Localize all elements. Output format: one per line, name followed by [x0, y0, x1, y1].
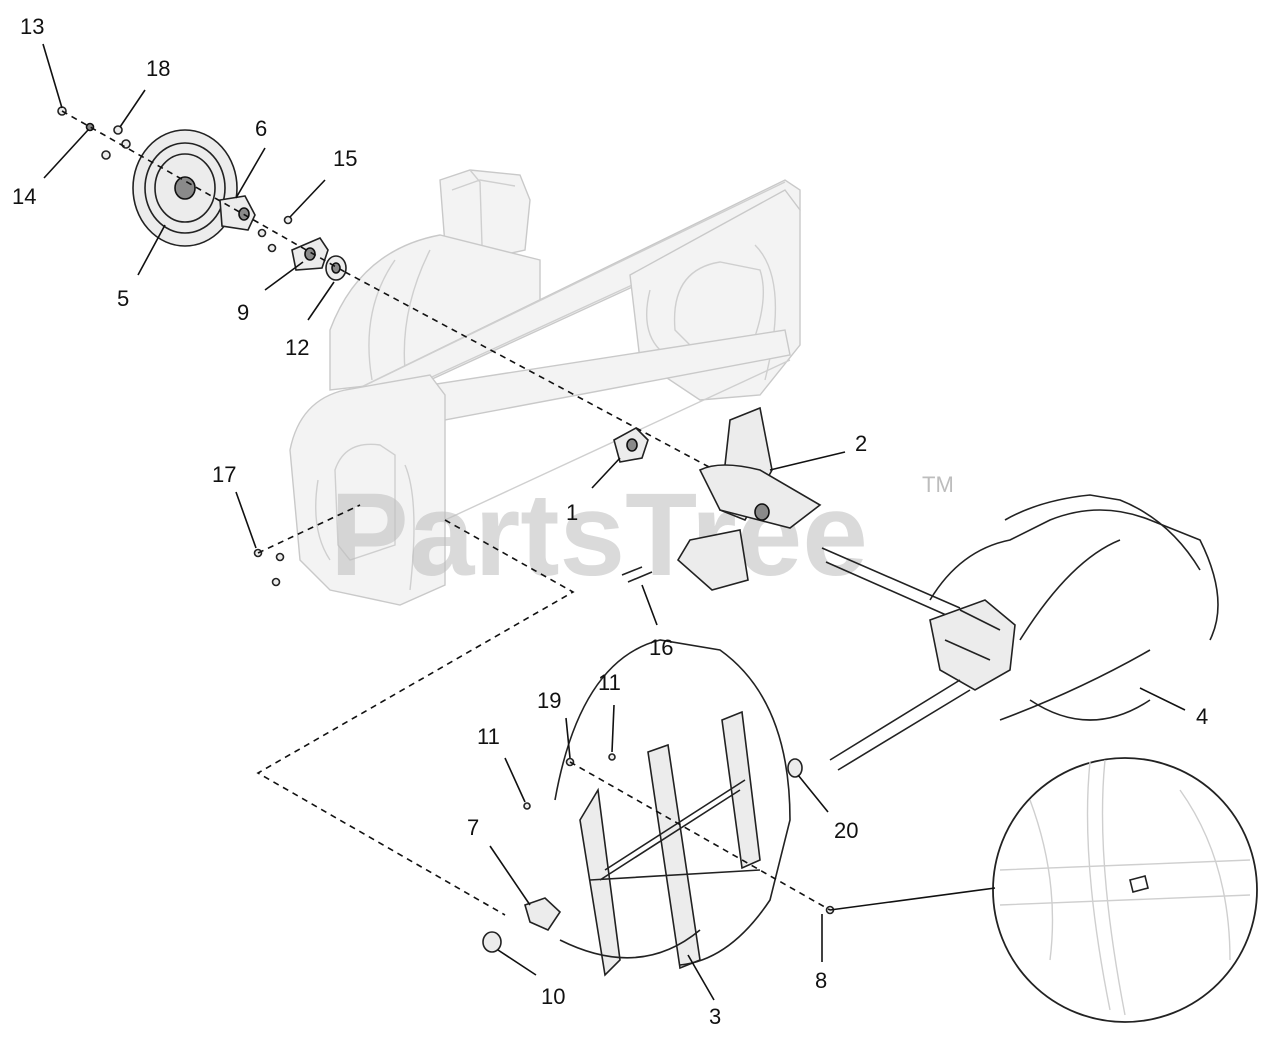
axis-upper — [61, 110, 781, 506]
callout-16: 16 — [649, 635, 673, 660]
callout-10: 10 — [541, 984, 565, 1009]
bearing-7 — [524, 897, 562, 932]
callout-13: 13 — [20, 14, 44, 39]
callout-2: 2 — [855, 431, 867, 456]
shear-pins — [621, 566, 653, 583]
callout-17: 17 — [212, 462, 236, 487]
washer-20 — [787, 758, 803, 778]
callout-7: 7 — [467, 815, 479, 840]
callout-labels: 13 18 14 6 15 5 9 12 2 1 17 16 4 11 19 1… — [12, 14, 1208, 1029]
leader-lines — [42, 43, 1186, 1001]
pulley-hub — [219, 195, 256, 231]
pulley — [132, 129, 238, 247]
callout-18: 18 — [146, 56, 170, 81]
rear-auger-assembly — [787, 494, 1219, 778]
auger-housing — [289, 169, 801, 606]
callout-3: 3 — [709, 1004, 721, 1029]
callout-11-left: 11 — [477, 724, 500, 749]
bushing-10 — [482, 931, 502, 953]
bearing-flange-9-hole — [304, 247, 316, 261]
callout-4: 4 — [1196, 704, 1208, 729]
callout-20: 20 — [834, 818, 858, 843]
callout-6: 6 — [255, 116, 267, 141]
callout-15: 15 — [333, 146, 357, 171]
impeller — [676, 406, 822, 591]
callout-14: 14 — [12, 184, 36, 209]
axis-lower — [256, 504, 831, 916]
detail-circle — [829, 757, 1258, 1023]
callout-1: 1 — [566, 500, 578, 525]
callout-19: 19 — [537, 688, 561, 713]
callout-12: 12 — [285, 335, 309, 360]
callout-8: 8 — [815, 968, 827, 993]
detail-leader — [829, 887, 996, 911]
front-auger — [554, 639, 791, 977]
callout-9: 9 — [237, 300, 249, 325]
bearing-flange-1-hole — [626, 438, 638, 452]
watermark-trademark: TM — [922, 472, 954, 497]
callout-5: 5 — [117, 286, 129, 311]
callout-11-right: 11 — [598, 670, 621, 695]
